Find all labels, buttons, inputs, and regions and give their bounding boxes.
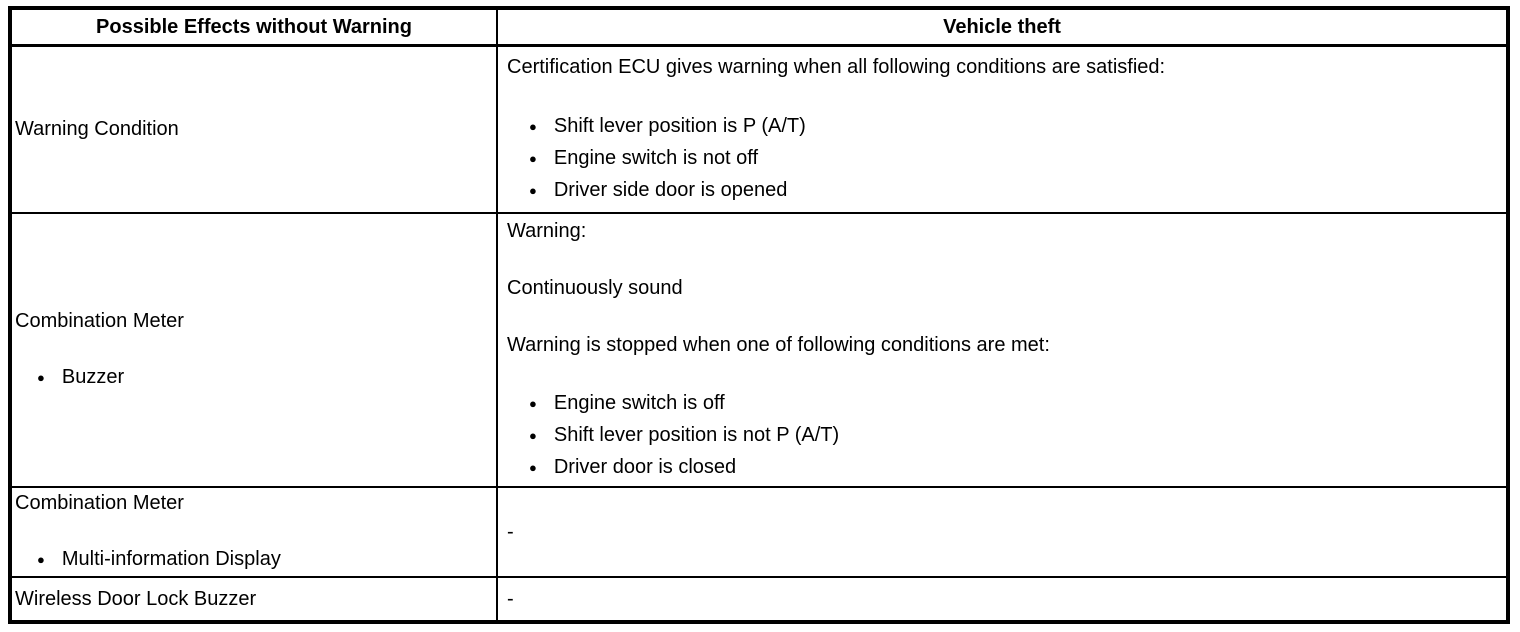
list-item-text: Driver side door is opened: [553, 178, 788, 201]
bullet-icon: ●: [529, 460, 537, 475]
list-item: ● Driver door is closed: [507, 452, 1506, 484]
column-header-vehicle-theft: Vehicle theft: [943, 15, 1061, 38]
combination-meter-buzzer-label-cell: Combination Meter ● Buzzer: [12, 214, 498, 486]
multi-information-display-label-cell: Combination Meter ● Multi-information Di…: [12, 488, 498, 576]
bullet-icon: ●: [37, 369, 45, 385]
list-item: ● Shift lever position is not P (A/T): [507, 420, 1506, 452]
buzzer-stop-intro: Warning is stopped when one of following…: [507, 333, 1050, 356]
list-item-text: Engine switch is off: [553, 392, 725, 414]
warning-condition-bullet-list: ● Shift lever position is P (A/T) ● Engi…: [507, 110, 1506, 206]
column-header-possible-effects: Possible Effects without Warning: [12, 10, 498, 44]
multi-information-display-value-cell: -: [498, 488, 1506, 576]
list-item: ● Engine switch is off: [507, 388, 1506, 420]
table-row-combination-meter-buzzer: Combination Meter ● Buzzer Warning: Cont…: [12, 214, 1506, 488]
bullet-icon: ●: [529, 182, 537, 198]
list-item-text: Engine switch is not off: [553, 146, 759, 169]
combination-meter-buzzer-value-cell: Warning: Continuously sound Warning is s…: [498, 214, 1506, 486]
row-label: Combination Meter: [15, 310, 184, 332]
buzzer-sound-description: Continuously sound: [507, 276, 683, 299]
row-label: Warning Condition: [15, 118, 179, 140]
bullet-icon: ●: [529, 118, 537, 134]
buzzer-stop-bullet-list: ● Engine switch is off ● Shift lever pos…: [507, 388, 1506, 484]
list-item-text: Multi-information Display: [61, 547, 281, 570]
bullet-icon: ●: [529, 150, 537, 166]
row-label: Wireless Door Lock Buzzer: [15, 587, 257, 610]
wireless-door-lock-buzzer-value-cell: -: [498, 578, 1506, 620]
possible-effects-table: Possible Effects without Warning Vehicle…: [8, 6, 1510, 624]
warning-condition-label-cell: Warning Condition: [12, 47, 498, 212]
warning-condition-value-cell: Certification ECU gives warning when all…: [498, 47, 1506, 212]
row-label: Combination Meter: [15, 492, 184, 514]
empty-value-dash: -: [507, 520, 514, 543]
table-header-row: Possible Effects without Warning Vehicle…: [12, 10, 1506, 47]
table-row-warning-condition: Warning Condition Certification ECU give…: [12, 47, 1506, 214]
warning-condition-intro: Certification ECU gives warning when all…: [507, 56, 1166, 78]
list-item-text: Buzzer: [61, 365, 125, 388]
list-item-text: Shift lever position is P (A/T): [553, 114, 806, 137]
list-item: ● Multi-information Display: [15, 543, 496, 575]
bullet-icon: ●: [529, 396, 537, 411]
table-row-multi-information-display: Combination Meter ● Multi-information Di…: [12, 488, 1506, 578]
bullet-icon: ●: [529, 428, 537, 443]
wireless-door-lock-buzzer-label-cell: Wireless Door Lock Buzzer: [12, 578, 498, 620]
table-row-wireless-door-lock-buzzer: Wireless Door Lock Buzzer -: [12, 578, 1506, 620]
buzzer-warning-heading: Warning:: [507, 219, 587, 242]
empty-value-dash: -: [507, 587, 514, 610]
list-item: ● Buzzer: [15, 361, 496, 393]
list-item: ● Engine switch is not off: [507, 142, 1506, 174]
list-item-text: Driver door is closed: [553, 456, 737, 478]
bullet-icon: ●: [37, 551, 45, 567]
list-item: ● Shift lever position is P (A/T): [507, 110, 1506, 142]
list-item: ● Driver side door is opened: [507, 174, 1506, 206]
list-item-text: Shift lever position is not P (A/T): [553, 424, 840, 446]
